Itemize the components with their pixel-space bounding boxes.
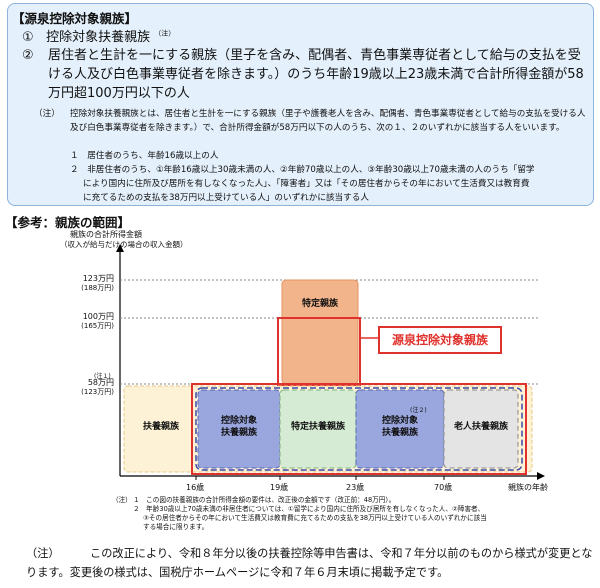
box-note-sub-1: １ 居住者のうち、年齢16歳以上の人 <box>70 151 219 161</box>
item-1: ① 控除対象扶養親族 （注） <box>22 26 175 45</box>
y-tick-123: 123万円 <box>82 274 114 283</box>
reference-title: 【参考：親族の範囲】 <box>5 215 131 230</box>
item-2: ② 居住者と生計を一にする親族（里子を含み、配偶者、青色事業専従者として給与の支… <box>22 46 588 103</box>
box-title: 【源泉控除対象親族】 <box>12 11 138 26</box>
chart-notes-label: （注） <box>112 496 132 504</box>
gensen-callout: 源泉控除対象親族 <box>378 326 502 354</box>
koujo-left-label: 控除対象 扶養親族 <box>220 416 257 438</box>
box-note-label: （注） <box>34 109 60 119</box>
bottom-note-label: （注） <box>26 547 60 560</box>
x-label-19: 19歳 <box>270 483 289 492</box>
y-axis-sublabel: （収入が給与だけの場合の収入金額） <box>60 240 188 249</box>
x-axis-label: 親族の年齢 <box>508 483 548 492</box>
chart-note-2c: する場合に限ります。 <box>143 523 209 531</box>
relatives-range-chart: 親族の合計所得金額 （収入が給与だけの場合の収入金額） 123万円 (188万円… <box>0 228 600 531</box>
tokutei-fuyou-label: 特定扶養親族 <box>290 422 345 432</box>
box-note-sub-2a: ２ 非居住者のうち、①年齢16歳以上30歳未満の人、②年齢70歳以上の人、③年齢… <box>70 165 535 175</box>
chart-note-1: １ この図の扶養親族の合計所得金額の要件は、改正後の金額です（改正前：48万円）… <box>133 496 396 504</box>
chart-note-2a: ２ 年齢30歳以上70歳未満の非居住者については、①留学により国内に住所及び居所… <box>133 505 485 513</box>
chart-canvas <box>116 244 545 480</box>
koujo-right-label: 控除対象 扶養親族 <box>381 416 418 438</box>
roujin-label: 老人扶養親族 <box>453 422 508 432</box>
box-note-sub-2b: により国内に住所及び居所を有しなくなった人」、「障害者」又は「その居住者からその… <box>83 179 530 189</box>
x-label-70: 70歳 <box>434 483 453 492</box>
tokutei-label: 特定親族 <box>301 299 338 309</box>
tokutei-fuyou-area <box>279 389 357 469</box>
box-note-text: 控除対象扶養親族とは、居住者と生計を一にする親族（里子や護養老人を含み、配偶者、… <box>70 109 586 133</box>
y-axis-label: 親族の合計所得金額 <box>70 230 142 239</box>
y-tick-100-sub: (165万円) <box>81 322 114 330</box>
item-1-number: ① <box>22 30 34 45</box>
bottom-note-text: この改正により、令和８年分以後の扶養控除等申告書は、令和７年分以前のものから様式… <box>26 547 593 579</box>
koujo-right-note: (注２) <box>410 407 427 414</box>
koujo-outer-frame <box>195 387 523 471</box>
x-axis-arrow <box>537 472 545 480</box>
item-1-text: 控除対象扶養親族 <box>46 30 151 45</box>
item-2-number: ② <box>22 48 34 63</box>
fuyou-label: 扶養親族 <box>142 422 179 432</box>
box-note: （注） 控除対象扶養親族とは、居住者と生計を一にする親族（里子や護養老人を含み、… <box>34 107 590 135</box>
x-label-23: 23歳 <box>346 483 365 492</box>
box-note-sub-2c: に充てるための支払を38万円以上受けている人」のいずれかに該当する人 <box>83 193 369 203</box>
y-axis-arrow <box>116 244 124 252</box>
roujin-fuyou-area <box>443 389 519 469</box>
definition-box: 【源泉控除対象親族】 ① 控除対象扶養親族 （注） ② 居住者と生計を一にする親… <box>7 3 594 206</box>
y-tick-58-note: (注１) <box>94 373 111 380</box>
gensen-lower-outline <box>191 383 527 475</box>
bottom-note: （注） この改正により、令和８年分以後の扶養控除等申告書は、令和７年分以前のもの… <box>26 544 596 582</box>
x-label-16: 16歳 <box>186 483 205 492</box>
y-tick-58-sub: (123万円) <box>81 388 114 396</box>
item-1-note-mark: （注） <box>154 29 176 38</box>
y-tick-58: 58万円 <box>87 378 114 387</box>
y-tick-100: 100万円 <box>82 312 114 321</box>
item-2-text: 居住者と生計を一にする親族（里子を含み、配偶者、青色事業専従者として給与の支払を… <box>48 48 584 101</box>
chart-note-2b: ③その居住者からその年において生活費又は教育費に充てるための支払を38万円以上受… <box>143 514 487 522</box>
tokutei-shinzoku-area <box>281 279 359 385</box>
y-tick-123-sub: (188万円) <box>81 284 114 292</box>
